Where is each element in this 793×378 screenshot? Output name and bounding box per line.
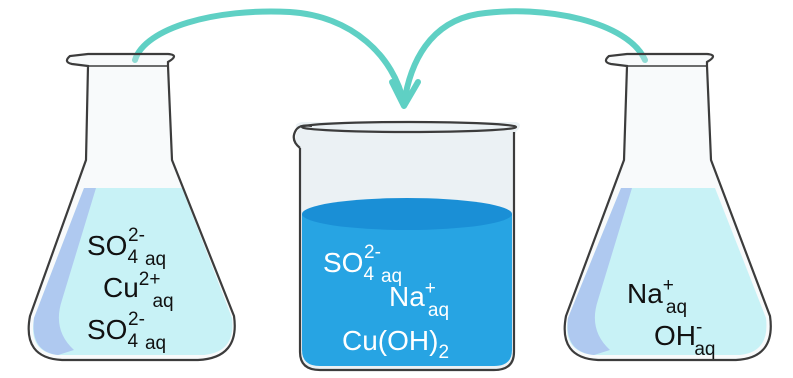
ion-charge: 2+ [139,269,161,290]
beaker-rim [300,120,518,134]
left-flask-ion-1: SO42-aq [87,225,166,270]
arrow-head [389,79,421,109]
left-flask-ion-2: Cu2+aq [103,269,174,312]
ion-symbol: OH [654,320,696,351]
left-flask-glass [27,52,236,362]
right-flask: Na+aq OH-aq [563,52,772,362]
ion-symbol: Cu [103,272,139,303]
ion-state: aq [152,291,173,312]
beaker-glass-outline [298,132,516,372]
beaker-liquid [302,214,512,366]
ion-charge: + [663,275,674,296]
ion-subscript: 4 [363,264,374,285]
ion-charge: 2- [128,309,145,330]
ion-symbol: SO [87,314,127,345]
ion-charge: 2- [364,242,381,263]
ion-charge: 2- [128,225,145,246]
beaker-precipitate: Cu(OH)2 [342,325,449,363]
precipitate-formula: Cu(OH) [342,325,438,356]
right-flask-liquid-shadow [567,188,632,355]
precipitate-subscript: 2 [438,342,449,363]
beaker-ion-1: SO42-aq [323,242,402,287]
ion-subscript: 4 [127,247,138,268]
left-flask-ion-3: SO42-aq [87,309,166,354]
ion-state: aq [381,266,402,287]
pour-arrows [132,8,648,109]
beaker: SO42-aq Na+aq Cu(OH)2 [292,120,520,372]
ion-symbol: SO [323,247,363,278]
arrow-from-right-flask [401,8,648,107]
ion-state: aq [145,333,166,354]
ion-subscript: 4 [127,331,138,352]
ion-charge: - [696,317,702,338]
ion-symbol: Na [627,278,663,309]
ion-symbol: Na [389,281,425,312]
ion-state: aq [666,297,687,318]
beaker-liquid-surface [302,198,512,230]
beaker-ion-2: Na+aq [389,278,449,321]
right-flask-glass [563,52,772,362]
ion-state: aq [694,339,715,360]
left-flask: SO42-aq Cu2+aq SO42-aq [27,52,236,362]
right-flask-ion-2: OH-aq [654,317,715,360]
ion-state: aq [145,249,166,270]
ion-symbol: SO [87,230,127,261]
arrow-from-left-flask [132,8,407,107]
ion-state: aq [428,300,449,321]
ion-charge: + [425,278,436,299]
right-flask-ion-1: Na+aq [627,275,687,318]
left-flask-liquid-shadow [33,188,96,355]
